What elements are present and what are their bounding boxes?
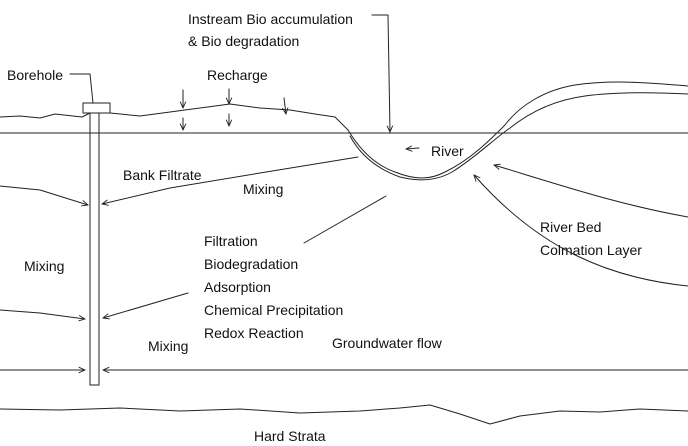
borehole-label: Borehole <box>7 67 64 83</box>
process-item: Biodegradation <box>204 256 299 272</box>
instream-leader <box>371 14 390 132</box>
process-item: Chemical Precipitation <box>204 302 344 318</box>
left-flow-arrow-upper <box>0 185 88 205</box>
ground-surface-left <box>0 103 349 131</box>
process-item: Redox Reaction <box>204 325 304 341</box>
left-flow-arrow-lower <box>0 309 85 319</box>
recharge-arrow-3 <box>284 97 286 114</box>
river-bed-label: River Bed Colmation Layer <box>540 216 642 262</box>
process-leader-upper <box>303 195 387 244</box>
process-list: Filtration Biodegradation Adsorption Che… <box>204 230 343 345</box>
river-bed-label-line1: River Bed <box>540 219 602 235</box>
borehole-leader <box>69 73 94 104</box>
riverbed-arrow-upper <box>494 165 688 218</box>
river-label: River <box>431 143 464 159</box>
process-leader-lower <box>103 292 189 318</box>
borehole-cap <box>82 102 111 114</box>
river-bank-inner <box>349 92 688 181</box>
river-pointer <box>406 148 420 149</box>
process-item: Adsorption <box>204 279 271 295</box>
bank-filtrate-label: Bank Filtrate <box>123 167 202 183</box>
instream-label-line1: Instream Bio accumulation <box>188 11 353 27</box>
river-bed-label-line2: Colmation Layer <box>540 242 642 258</box>
riverbed-arrow-lower <box>474 175 688 287</box>
mixing-lower-label: Mixing <box>148 338 189 354</box>
groundwater-flow-label: Groundwater flow <box>332 335 442 351</box>
hard-strata-boundary <box>0 404 688 425</box>
recharge-label: Recharge <box>207 67 268 83</box>
river-bank-outer <box>347 81 688 179</box>
instream-label-line2: & Bio degradation <box>188 33 300 49</box>
bank-filtrate-arrow <box>102 156 359 204</box>
hard-strata-label: Hard Strata <box>254 428 326 444</box>
instream-label: Instream Bio accumulation & Bio degradat… <box>188 8 353 52</box>
mixing-left-label: Mixing <box>24 258 65 274</box>
process-item: Filtration <box>204 233 258 249</box>
mixing-upper-label: Mixing <box>243 181 284 197</box>
